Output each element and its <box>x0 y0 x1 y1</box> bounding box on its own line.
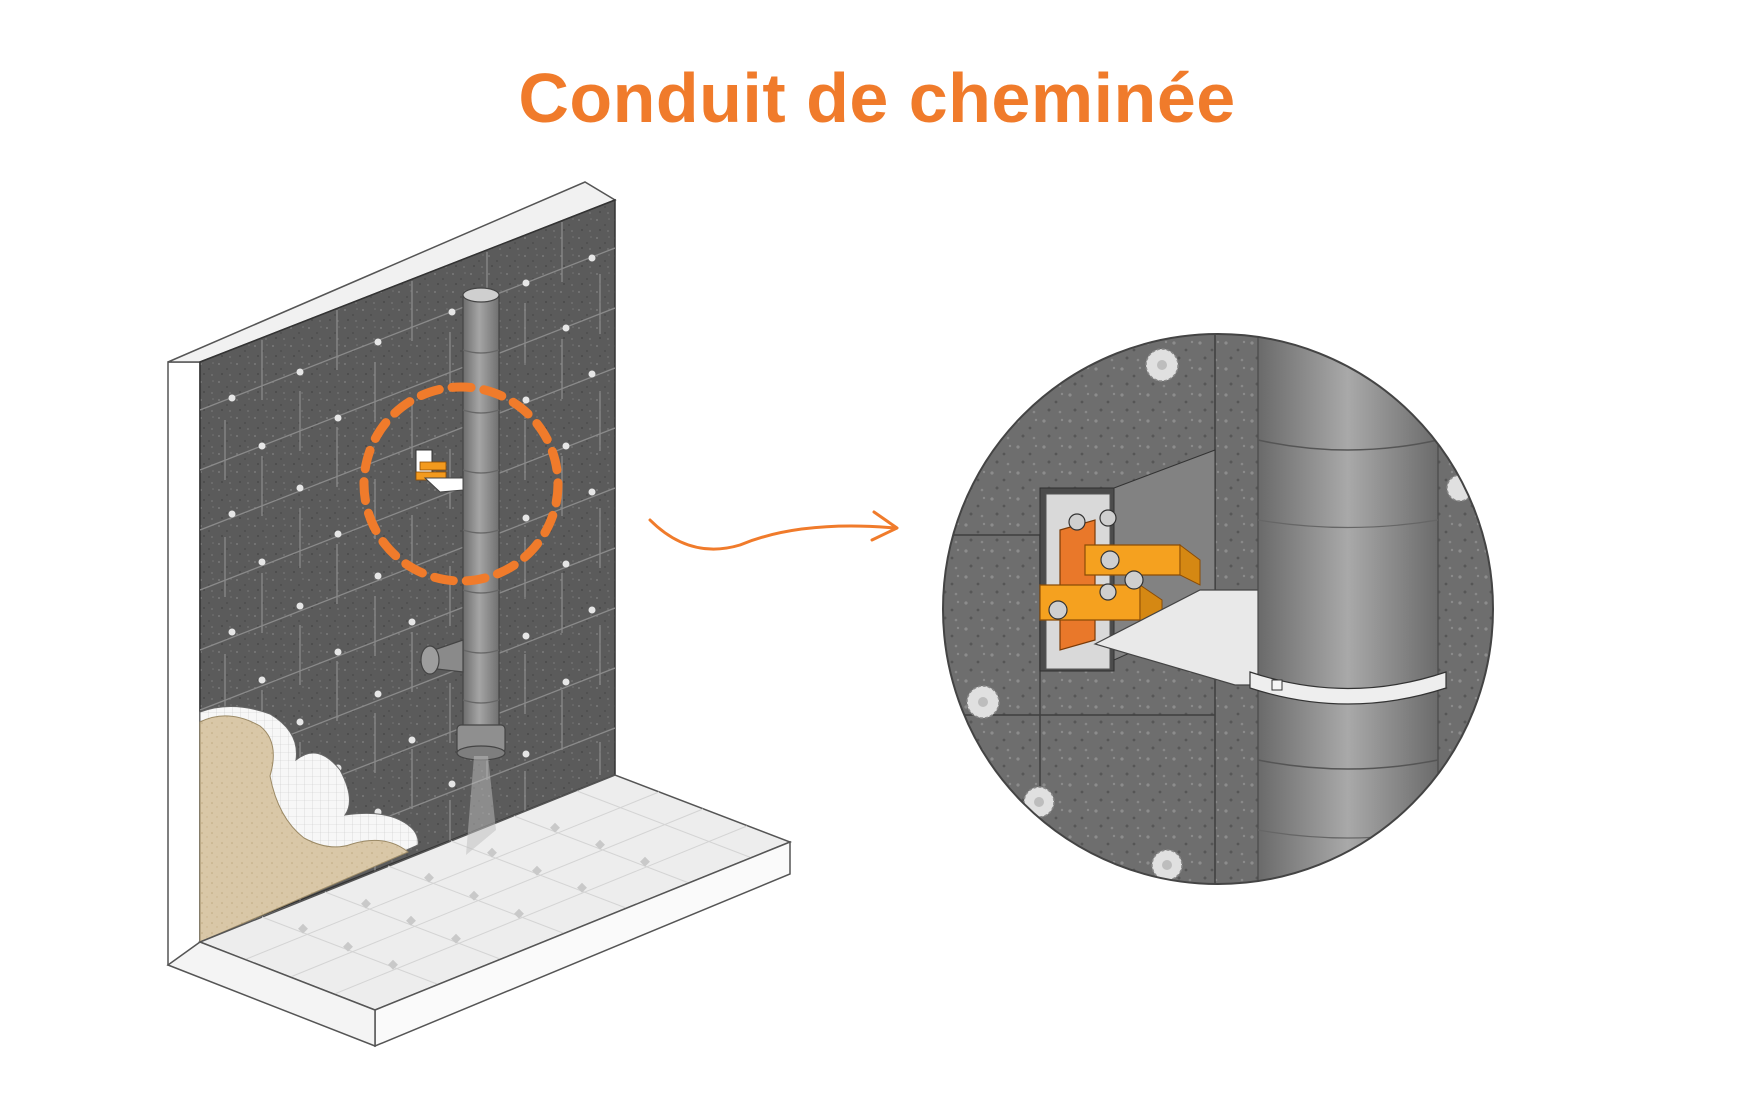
zoom-detail <box>942 333 1494 885</box>
curved-arrow-icon <box>648 510 899 551</box>
diagram-title: Conduit de cheminée <box>518 59 1236 137</box>
dashed-circle-icon <box>359 382 563 586</box>
wall-side-face <box>167 361 201 966</box>
wall-bracket-small <box>415 449 464 493</box>
zoom-bracket <box>1039 509 1201 651</box>
render-cutaway <box>199 705 419 943</box>
floor-slab <box>166 774 793 1048</box>
chimney-pipe <box>420 287 506 855</box>
zoom-pipe <box>1249 334 1447 884</box>
wall-illustration <box>166 181 793 1048</box>
